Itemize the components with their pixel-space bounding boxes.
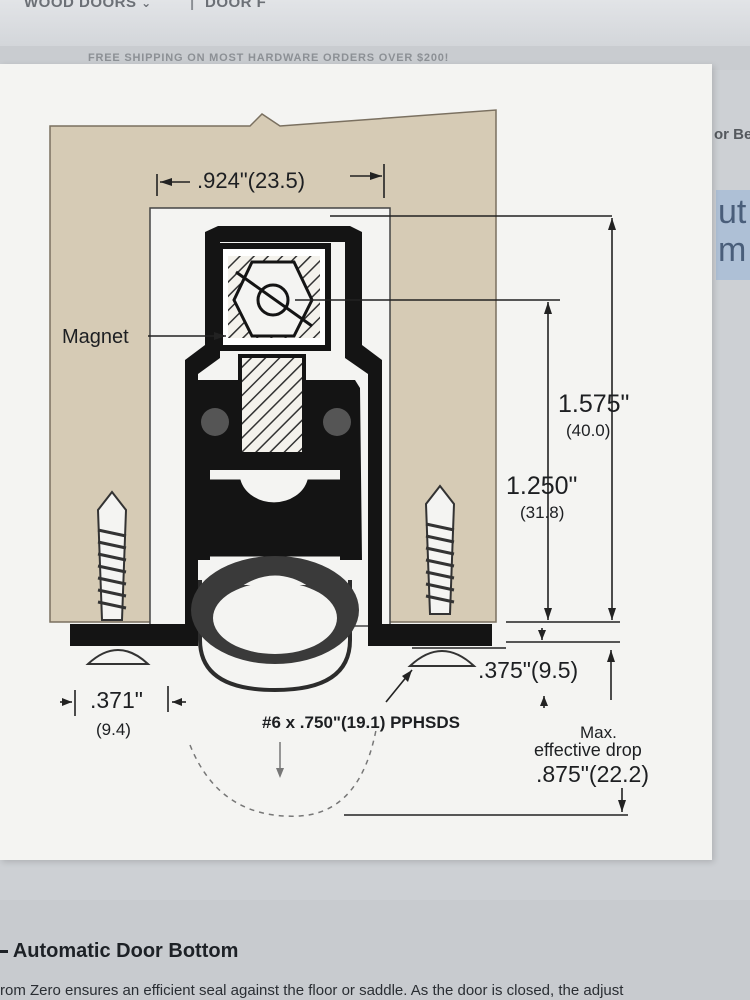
width-dimension-label: .924"(23.5) — [197, 168, 305, 193]
title-dash-icon — [0, 950, 8, 954]
side-cta-line1: ut — [718, 193, 747, 231]
product-description: rom Zero ensures an efficient seal again… — [0, 982, 624, 999]
seal-holder — [204, 479, 346, 557]
max-drop-value-label: .875"(22.2) — [536, 761, 649, 787]
plunger-hatch — [238, 354, 306, 456]
nav-item-label: WOOD DOORS — [24, 0, 137, 11]
nav-item-door-frames[interactable]: DOOR F — [205, 0, 267, 11]
dimension-lines — [60, 164, 628, 816]
right-screw-icon — [407, 484, 477, 667]
left-pin — [201, 408, 229, 436]
inner-height-label: 1.250" — [506, 472, 577, 500]
magnet-label: Magnet — [62, 326, 129, 348]
side-cta-line2: m — [718, 231, 747, 269]
seal-outer — [198, 580, 352, 693]
top-nav: WOOD DOORS ⌄ | DOOR F — [0, 0, 750, 47]
side-cta-button[interactable]: ut m — [716, 190, 750, 280]
product-title: Automatic Door Bottom — [0, 940, 238, 963]
right-flange — [382, 624, 492, 646]
flange-dimension-label: .371" — [90, 687, 143, 713]
total-height-mm-label: (40.0) — [566, 421, 610, 440]
effective-drop-label: effective drop — [534, 740, 642, 760]
seal-bulb-hole — [213, 582, 337, 654]
nav-item-wood-doors[interactable]: WOOD DOORS ⌄ — [24, 0, 152, 11]
door-bottom-cross-section: .924"(23.5) Magnet 1.575" (40.0) 1.250" … — [49, 109, 649, 817]
dimension-arrows — [62, 172, 626, 812]
left-flange — [70, 624, 185, 646]
total-height-label: 1.575" — [558, 390, 629, 418]
product-info: Automatic Door Bottom rom Zero ensures a… — [0, 900, 750, 1000]
nav-divider: | — [190, 0, 195, 11]
inner-height-mm-label: (31.8) — [520, 503, 564, 522]
side-text-fragment: or Be — [714, 126, 750, 143]
left-screw-icon — [85, 490, 151, 665]
flange-dimension-mm-label: (9.4) — [96, 720, 131, 739]
inner-carrier — [186, 380, 362, 560]
right-pin — [323, 408, 351, 436]
screw-spec-label: #6 x .750"(19.1) PPHSDS — [262, 713, 460, 732]
chevron-down-icon: ⌄ — [141, 0, 152, 10]
drop-arc — [189, 729, 377, 817]
max-label: Max. — [580, 723, 617, 742]
min-drop-label: .375"(9.5) — [478, 657, 578, 683]
shipping-banner-text: FREE SHIPPING ON MOST HARDWARE ORDERS OV… — [88, 52, 450, 64]
product-title-text: Automatic Door Bottom — [12, 940, 239, 962]
product-diagram-panel: .924"(23.5) Magnet 1.575" (40.0) 1.250" … — [0, 64, 712, 860]
